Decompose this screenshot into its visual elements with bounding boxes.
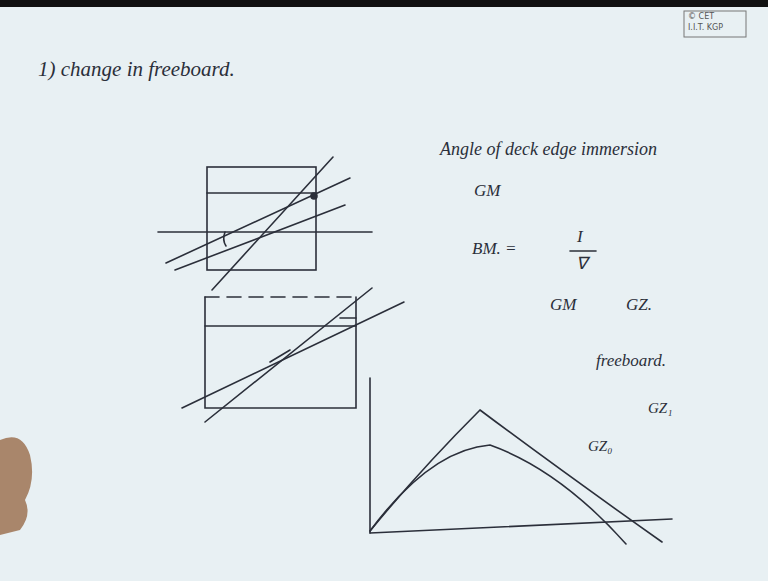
inclined-waterline	[166, 178, 350, 263]
formula: I	[577, 228, 583, 247]
curve-label: GZ₀	[588, 438, 612, 455]
raised-deck	[205, 296, 356, 298]
top-bar	[0, 0, 768, 7]
formula: BM. =	[472, 240, 517, 259]
ship-section	[205, 297, 356, 408]
arrow-mark	[270, 318, 356, 362]
logo-text: I.I.T. KGP	[688, 24, 723, 33]
inclined-waterline	[205, 288, 372, 422]
formula: ∇	[576, 255, 587, 274]
fraction-bar	[570, 250, 596, 252]
symbol: GM	[550, 296, 576, 315]
inclined-waterline	[212, 157, 333, 290]
note: freeboard.	[596, 352, 666, 371]
curve-label: GZ₁	[648, 400, 672, 417]
heading: 1) change in freeboard.	[38, 58, 235, 81]
gz-curve	[370, 410, 662, 542]
note: Angle of deck edge immersion	[440, 140, 657, 160]
angle-arc	[224, 232, 226, 246]
symbol: GZ.	[626, 296, 652, 315]
gz-curve	[370, 445, 626, 544]
x-axis	[370, 519, 672, 533]
logo-box	[684, 11, 746, 37]
logo-text: © CET	[688, 13, 714, 22]
deck-edge-point	[311, 193, 317, 199]
hand	[0, 437, 32, 535]
y-axis	[369, 378, 371, 533]
deck-line	[205, 325, 356, 327]
symbol: GM	[474, 182, 500, 201]
